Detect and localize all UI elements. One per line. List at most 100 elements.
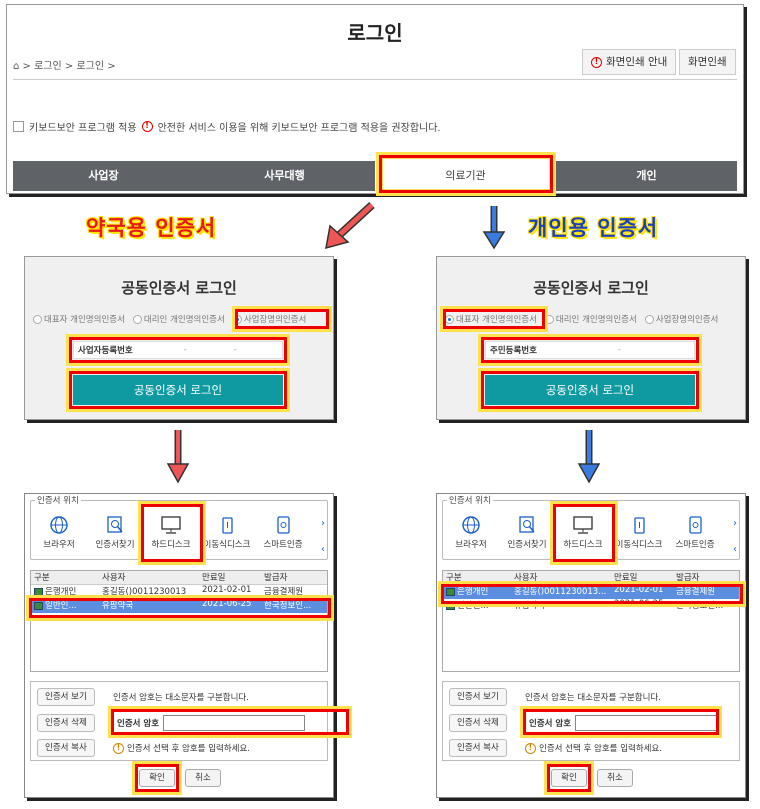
monitor-icon [573,516,593,534]
radio-business[interactable]: 사업장명의인증서 [232,313,306,325]
arrow-down-left-icon [325,202,375,250]
cert-password-input[interactable] [163,715,306,731]
radio-business[interactable]: 사업장명의인증서 [644,313,718,325]
cancel-button[interactable]: 취소 [597,769,633,787]
copy-cert-button[interactable]: 인증서 복사 [37,739,95,757]
removable-disk-location[interactable]: 이동식디스크 [611,515,667,550]
scroll-arrows-icon[interactable]: ›‹ [321,518,325,555]
radio-representative[interactable]: 대표자 개인명의인증서 [445,313,537,325]
print-guide-label: 화면인쇄 안내 [606,56,668,68]
cert-icon [34,601,43,610]
browser-location[interactable]: 브라우저 [31,515,87,550]
globe-icon [50,516,68,534]
cert-actions-area: 인증서 보기 인증서 암호는 대소문자를 구분합니다. 인증서 삭제 인증서 암… [442,681,740,761]
smart-auth-location[interactable]: 스마트인증 [255,515,311,550]
tab-personal[interactable]: 개인 [636,169,657,182]
keyboard-security-notice: 안전한 서비스 이용을 위해 키보드보안 프로그램 적용을 권장합니다. [157,123,441,134]
resident-number-label: 주민등록번호 [486,344,541,356]
cert-select-dialog-personal: 인증서 위치 브라우저 인증서찾기 하드디스크 이동식디스크 스마트인증 [436,493,746,798]
cert-location-label: 인증서 위치 [447,494,493,506]
copy-cert-button[interactable]: 인증서 복사 [449,739,507,757]
select-notice: 인증서 선택 후 암호를 입력하세요. [127,744,250,754]
breadcrumb: ⌂ > 로그인 > 로그인 > [13,61,116,72]
find-cert-location[interactable]: 인증서찾기 [499,515,555,550]
cert-location-label: 인증서 위치 [35,494,81,506]
tab-business[interactable]: 사업장 [88,169,119,182]
usb-icon [634,517,645,534]
table-row[interactable]: 은행개인 홍길동()0011230013... 2021-02-01 금융결제원 [443,585,739,599]
delete-cert-button[interactable]: 인증서 삭제 [449,714,507,732]
browser-location[interactable]: 브라우저 [443,515,499,550]
cert-password-field: 인증서 암호 [117,715,306,731]
cert-password-input[interactable] [575,715,718,731]
cert-password-label: 인증서 암호 [117,719,160,729]
hard-disk-location[interactable]: 하드디스크 [143,515,199,550]
cert-location-group: 인증서 위치 브라우저 인증서찾기 하드디스크 이동식디스크 스마트인증 [30,494,328,560]
radio-agent[interactable]: 대리인 개인명의인증서 [132,313,225,325]
cert-login-panel-pharmacy: 공동인증서 로그인 대표자 개인명의인증서 대리인 개인명의인증서 사업장명의인… [24,256,334,420]
tab-agency[interactable]: 사무대행 [264,169,305,182]
cert-login-button[interactable]: 공동인증서 로그인 [73,375,283,405]
cancel-button[interactable]: 취소 [185,769,221,787]
delete-cert-button[interactable]: 인증서 삭제 [37,714,95,732]
globe-icon [462,516,480,534]
cert-type-radios: 대표자 개인명의인증서 대리인 개인명의인증서 사업장명의인증서 [33,313,306,325]
scroll-arrows-icon[interactable]: ›‹ [733,518,737,555]
breadcrumb-item-2[interactable]: 로그인 [76,61,105,72]
print-button[interactable]: 화면인쇄 [679,49,736,75]
view-cert-button[interactable]: 인증서 보기 [37,688,95,706]
resident-number-field[interactable]: 주민등록번호 - [485,341,695,359]
breadcrumb-item-1[interactable]: 로그인 [34,61,62,72]
arrow-down-icon [166,430,190,484]
keyboard-security-checkbox[interactable] [13,121,24,132]
radio-representative[interactable]: 대표자 개인명의인증서 [33,313,125,325]
cert-login-panel-personal: 공동인증서 로그인 대표자 개인명의인증서 대리인 개인명의인증서 사업장명의인… [436,256,746,420]
table-row[interactable]: 은행개인 홍길동()0011230013 2021-02-01 금융결제원 [31,585,327,599]
print-guide-button[interactable]: ! 화면인쇄 안내 [582,49,677,75]
home-icon[interactable]: ⌂ [13,61,20,72]
cert-icon [34,587,43,596]
alert-icon: ! [113,742,124,754]
divider [13,79,737,80]
arrow-down-icon [482,206,506,250]
search-cert-icon [519,516,535,533]
personal-cert-heading: 개인용 인증서 [528,216,659,240]
ok-button[interactable]: 확인 [551,769,587,787]
removable-disk-location[interactable]: 이동식디스크 [199,515,255,550]
business-number-field[interactable]: 사업자등록번호 -- [73,341,283,359]
business-number-label: 사업자등록번호 [74,344,137,356]
cert-login-title: 공동인증서 로그인 [533,279,649,297]
cert-login-button[interactable]: 공동인증서 로그인 [485,375,695,405]
select-notice: 인증서 선택 후 암호를 입력하세요. [539,744,662,754]
cert-password-field: 인증서 암호 [529,715,718,731]
view-cert-button[interactable]: 인증서 보기 [449,688,507,706]
search-cert-icon [107,516,123,533]
hard-disk-location[interactable]: 하드디스크 [555,515,611,550]
smartphone-icon [689,516,702,534]
tab-medical[interactable]: 의료기관 [375,161,556,191]
select-notice-row: ! 인증서 선택 후 암호를 입력하세요. [113,742,250,754]
cert-type-radios: 대표자 개인명의인증서 대리인 개인명의인증서 사업장명의인증서 [445,313,718,325]
cert-actions-area: 인증서 보기 인증서 암호는 대소문자를 구분합니다. 인증서 삭제 인증서 암… [30,681,349,761]
ok-button[interactable]: 확인 [139,769,175,787]
smart-auth-location[interactable]: 스마트인증 [667,515,723,550]
smartphone-icon [277,516,290,534]
table-row[interactable]: 일반인... 유팜약국 2021-06-25 한국정보인... [443,599,739,613]
pharmacy-cert-heading: 약국용 인증서 [86,216,217,240]
table-row[interactable]: 일반인... 유팜약국 2021-06-25 한국정보인... [31,599,327,613]
login-page-panel: 로그인 ⌂ > 로그인 > 로그인 > ! 화면인쇄 안내 화면인쇄 키보드보안… [6,4,744,194]
radio-agent[interactable]: 대리인 개인명의인증서 [544,313,637,325]
case-notice: 인증서 암호는 대소문자를 구분합니다. [525,693,661,703]
cert-location-group: 인증서 위치 브라우저 인증서찾기 하드디스크 이동식디스크 스마트인증 [442,494,740,560]
cert-icon [446,601,455,610]
keyboard-security-label: 키보드보안 프로그램 적용 [29,123,137,134]
alert-icon: ! [591,56,602,68]
arrow-down-icon [577,430,601,484]
cert-login-title: 공동인증서 로그인 [121,279,237,297]
find-cert-location[interactable]: 인증서찾기 [87,515,143,550]
usb-icon [222,517,233,534]
